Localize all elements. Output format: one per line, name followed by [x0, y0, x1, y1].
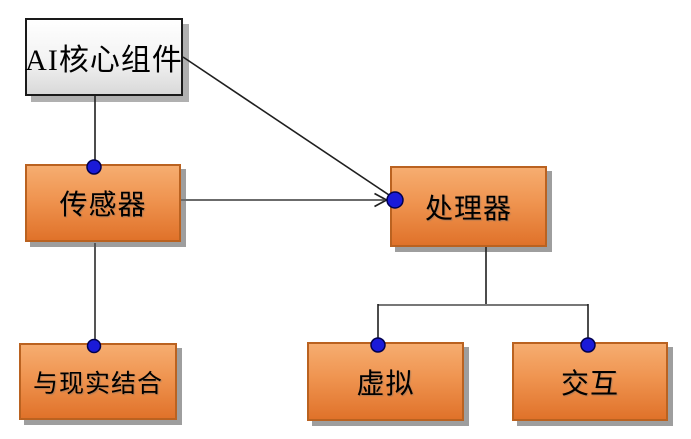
node-sensor-label: 传感器: [59, 190, 147, 221]
node-interaction-label: 交互: [560, 368, 619, 400]
node-sensor[interactable]: 传感器: [25, 164, 181, 242]
edge-root-to-processor: [182, 56, 393, 198]
node-processor[interactable]: 处理器: [390, 166, 547, 247]
node-combine-with-reality[interactable]: 与现实结合: [19, 343, 177, 420]
node-ai-core-components[interactable]: AI核心组件: [25, 18, 183, 96]
node-interaction[interactable]: 交互: [512, 342, 668, 421]
node-virtual[interactable]: 虚拟: [307, 342, 464, 421]
arrowhead-icon: [374, 192, 389, 208]
node-combine-with-reality-label: 与现实结合: [32, 370, 163, 398]
node-virtual-label: 虚拟: [356, 368, 415, 400]
node-processor-label: 处理器: [424, 193, 512, 225]
node-ai-core-components-label: AI核心组件: [25, 44, 183, 77]
